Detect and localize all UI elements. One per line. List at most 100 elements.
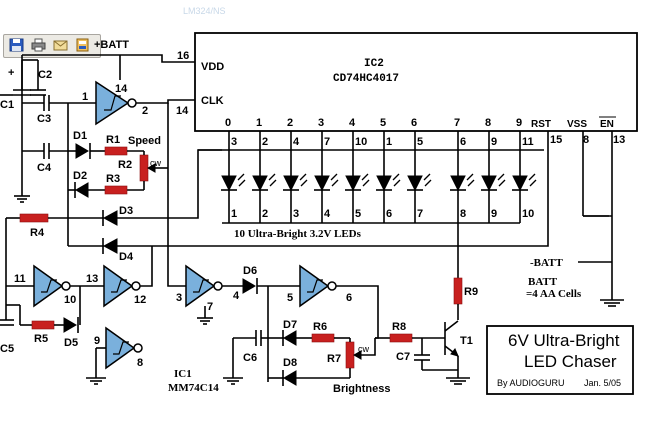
print-icon[interactable] [31, 38, 46, 52]
ic2-output-1: 1 [256, 117, 262, 129]
led-number-5: 5 [355, 208, 361, 220]
c6-label: C6 [243, 352, 257, 364]
gate-1 [95, 80, 130, 126]
title-box [486, 325, 634, 395]
r4-label: R4 [30, 227, 45, 239]
r8 [389, 333, 413, 343]
ic1-part: MM74C14 [168, 382, 219, 394]
ic2-output-pin-11: 11 [522, 136, 534, 148]
led-number-6: 6 [386, 208, 392, 220]
led-number-8: 8 [460, 208, 466, 220]
g2-in-pin: 11 [14, 273, 26, 285]
d7-label: D7 [283, 319, 297, 331]
led-9 [481, 175, 497, 192]
gate-4 [105, 326, 136, 370]
ghost-label: LM324/NS [183, 6, 226, 16]
r4 [19, 213, 49, 223]
brightness-label: Brightness [333, 383, 390, 395]
t1-label: T1 [460, 335, 473, 347]
d1 [75, 143, 89, 159]
g4-in-pin: 9 [94, 335, 100, 347]
ic2-output-pin-4: 4 [293, 136, 300, 148]
led-number-2: 2 [262, 208, 268, 220]
d6-label: D6 [243, 265, 257, 277]
ic2-output-pin-10: 10 [355, 136, 367, 148]
ic2-output-7: 7 [454, 117, 460, 129]
title-line1: 6V Ultra-Bright [508, 331, 620, 350]
r9-label: R9 [464, 286, 478, 298]
ic2-pin-vss: 8 [583, 134, 589, 146]
r1-label: R1 [106, 134, 120, 146]
led-number-4: 4 [324, 208, 331, 220]
d6 [242, 278, 256, 294]
led-10 [512, 175, 528, 192]
gate-1-bubble [127, 98, 137, 108]
ic2-pin-vdd: 16 [177, 50, 189, 62]
g1-out-pin: 2 [142, 105, 148, 117]
ic2-part: CD74HC4017 [333, 73, 399, 85]
ic2-vss-label: VSS [567, 119, 587, 130]
led-1 [221, 175, 237, 192]
r3 [104, 185, 128, 195]
d3 [102, 210, 118, 226]
ic2-output-pin-2: 2 [262, 136, 268, 148]
g3-in-pin: 13 [86, 273, 98, 285]
g4-out-pin: 8 [137, 357, 143, 369]
led-7 [407, 175, 423, 192]
ic2-output-5: 5 [380, 117, 386, 129]
led-6 [376, 175, 392, 192]
ic2-output-pin-6: 6 [460, 136, 466, 148]
gate-6 [299, 264, 330, 308]
r2-cw: cw [150, 158, 162, 168]
ic2-output-pin-5: 5 [417, 136, 423, 148]
batt-cells: =4 AA Cells [526, 288, 582, 300]
d3-label: D3 [119, 205, 133, 217]
ic2-en-label: EN [600, 119, 614, 130]
speed-label: Speed [128, 135, 161, 147]
d5 [63, 317, 77, 333]
ic2-output-4: 4 [349, 117, 356, 129]
r7-label: R7 [327, 353, 341, 365]
r7-cw: cw [358, 344, 370, 354]
ic1-name: IC1 [174, 368, 192, 380]
led-8 [450, 175, 466, 192]
g2-out-pin: 10 [64, 294, 76, 306]
ic2-name: IC2 [364, 58, 384, 70]
batt-top-label: +BATT [94, 39, 129, 51]
g6-out-pin: 6 [346, 292, 352, 304]
batt-pos-label: BATT [528, 276, 558, 288]
led-2 [252, 175, 268, 192]
g5-out-pin: 4 [233, 290, 240, 302]
ic2-box [194, 32, 638, 132]
r1 [104, 146, 128, 156]
ic2-output-6: 6 [411, 117, 417, 129]
r2-label: R2 [118, 159, 132, 171]
info-icon[interactable] [75, 38, 90, 52]
d5-label: D5 [64, 337, 78, 349]
r7 [345, 341, 355, 369]
ic2-pin-en: 13 [613, 134, 625, 146]
r5-label: R5 [34, 333, 48, 345]
title-byline: By AUDIOGURU [497, 378, 565, 388]
batt-rail [22, 54, 195, 63]
save-icon[interactable] [9, 38, 24, 52]
c2-label: C2 [38, 69, 52, 81]
gate-5 [185, 264, 216, 308]
g5-in-pin: 3 [176, 292, 182, 304]
led-4 [314, 175, 330, 192]
r2 [139, 154, 149, 182]
c3-label: C3 [37, 113, 51, 125]
plus-sign: + [8, 67, 14, 79]
r6-label: R6 [313, 321, 327, 333]
email-icon[interactable] [53, 38, 68, 52]
d1-label: D1 [73, 130, 87, 142]
gate-2 [33, 264, 64, 308]
led-5 [345, 175, 361, 192]
ic2-output-2: 2 [287, 117, 293, 129]
led-number-10: 10 [522, 208, 534, 220]
batt-neg-label: -BATT [530, 257, 563, 269]
ic2-pin-rst: 15 [550, 134, 562, 146]
